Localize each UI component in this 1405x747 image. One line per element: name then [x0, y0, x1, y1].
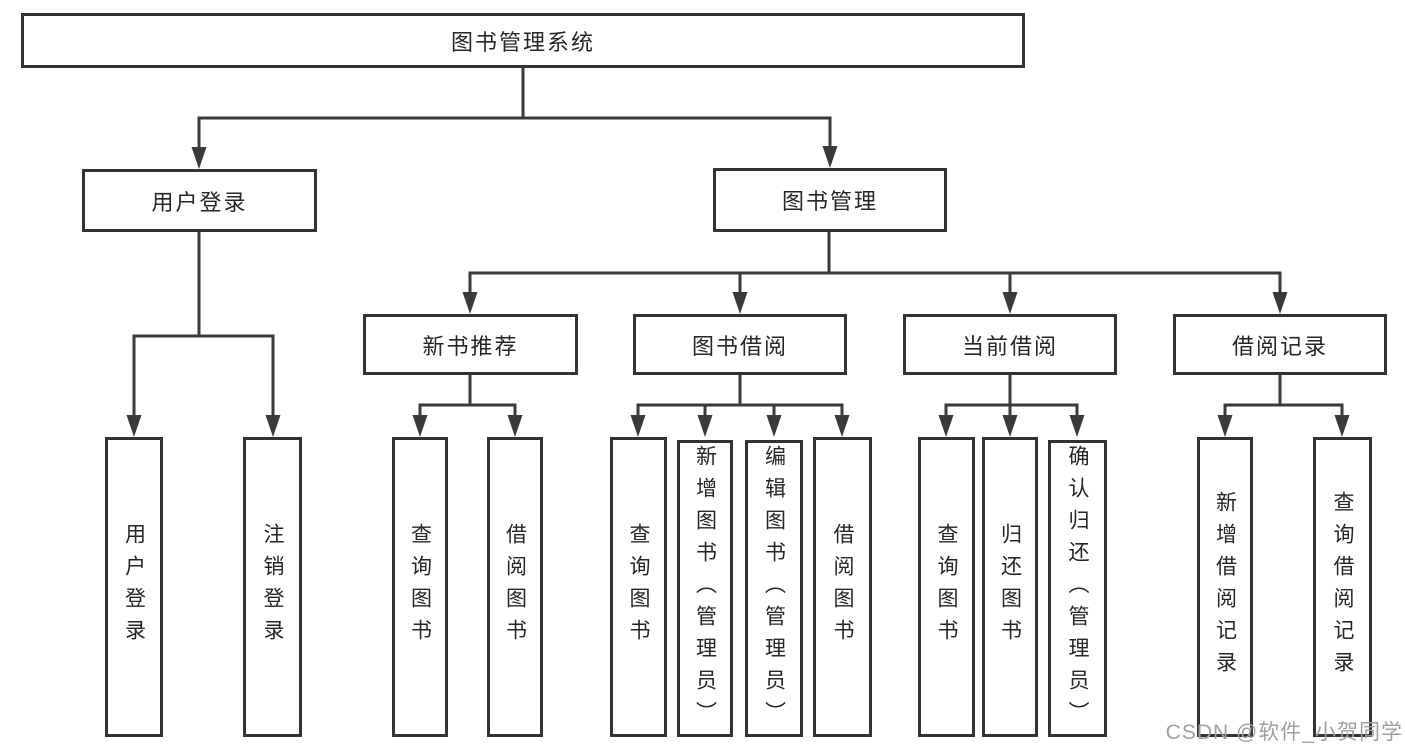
leaf-query-borrow-record: 查询借阅记录 [1313, 437, 1372, 737]
leaf-return-book: 归还图书 [982, 437, 1038, 737]
connector-borrow-records [1223, 373, 1344, 420]
leaf-edit-book-admin: 编辑图书（管理员） [745, 440, 803, 737]
leaf-query-books-recommend: 查询图书 [392, 437, 448, 737]
node-book-management: 图书管理 [713, 168, 947, 232]
csdn-watermark: CSDN @软件_小贺同学 [1165, 721, 1403, 744]
leaf-borrow-books-borrow: 借阅图书 [813, 437, 872, 737]
connector-book-management [468, 230, 1282, 297]
node-book-borrow: 图书借阅 [633, 314, 847, 375]
connector-new-book-recommend [418, 373, 517, 420]
connector-current-borrow [944, 373, 1079, 420]
root-node-library-system: 图书管理系统 [21, 13, 1025, 68]
node-borrow-records: 借阅记录 [1173, 314, 1387, 375]
connector-book-borrow [636, 373, 844, 420]
node-new-book-recommend: 新书推荐 [363, 314, 578, 375]
leaf-query-books-current: 查询图书 [918, 437, 975, 737]
node-user-login: 用户登录 [82, 169, 317, 232]
leaf-query-books-borrow: 查询图书 [610, 437, 667, 737]
connector-user-login [132, 230, 275, 420]
leaf-user-login: 用户登录 [105, 437, 163, 737]
leaf-confirm-return-admin: 确认归还（管理员） [1048, 440, 1107, 737]
node-current-borrow: 当前借阅 [903, 314, 1117, 375]
leaf-logout-login: 注销登录 [243, 437, 302, 737]
leaf-add-borrow-record: 新增借阅记录 [1197, 437, 1253, 737]
leaf-add-book-admin: 新增图书（管理员） [677, 440, 733, 737]
leaf-borrow-books-recommend: 借阅图书 [487, 437, 543, 737]
arrowheads [126, 146, 1350, 437]
connector-root [197, 66, 832, 152]
